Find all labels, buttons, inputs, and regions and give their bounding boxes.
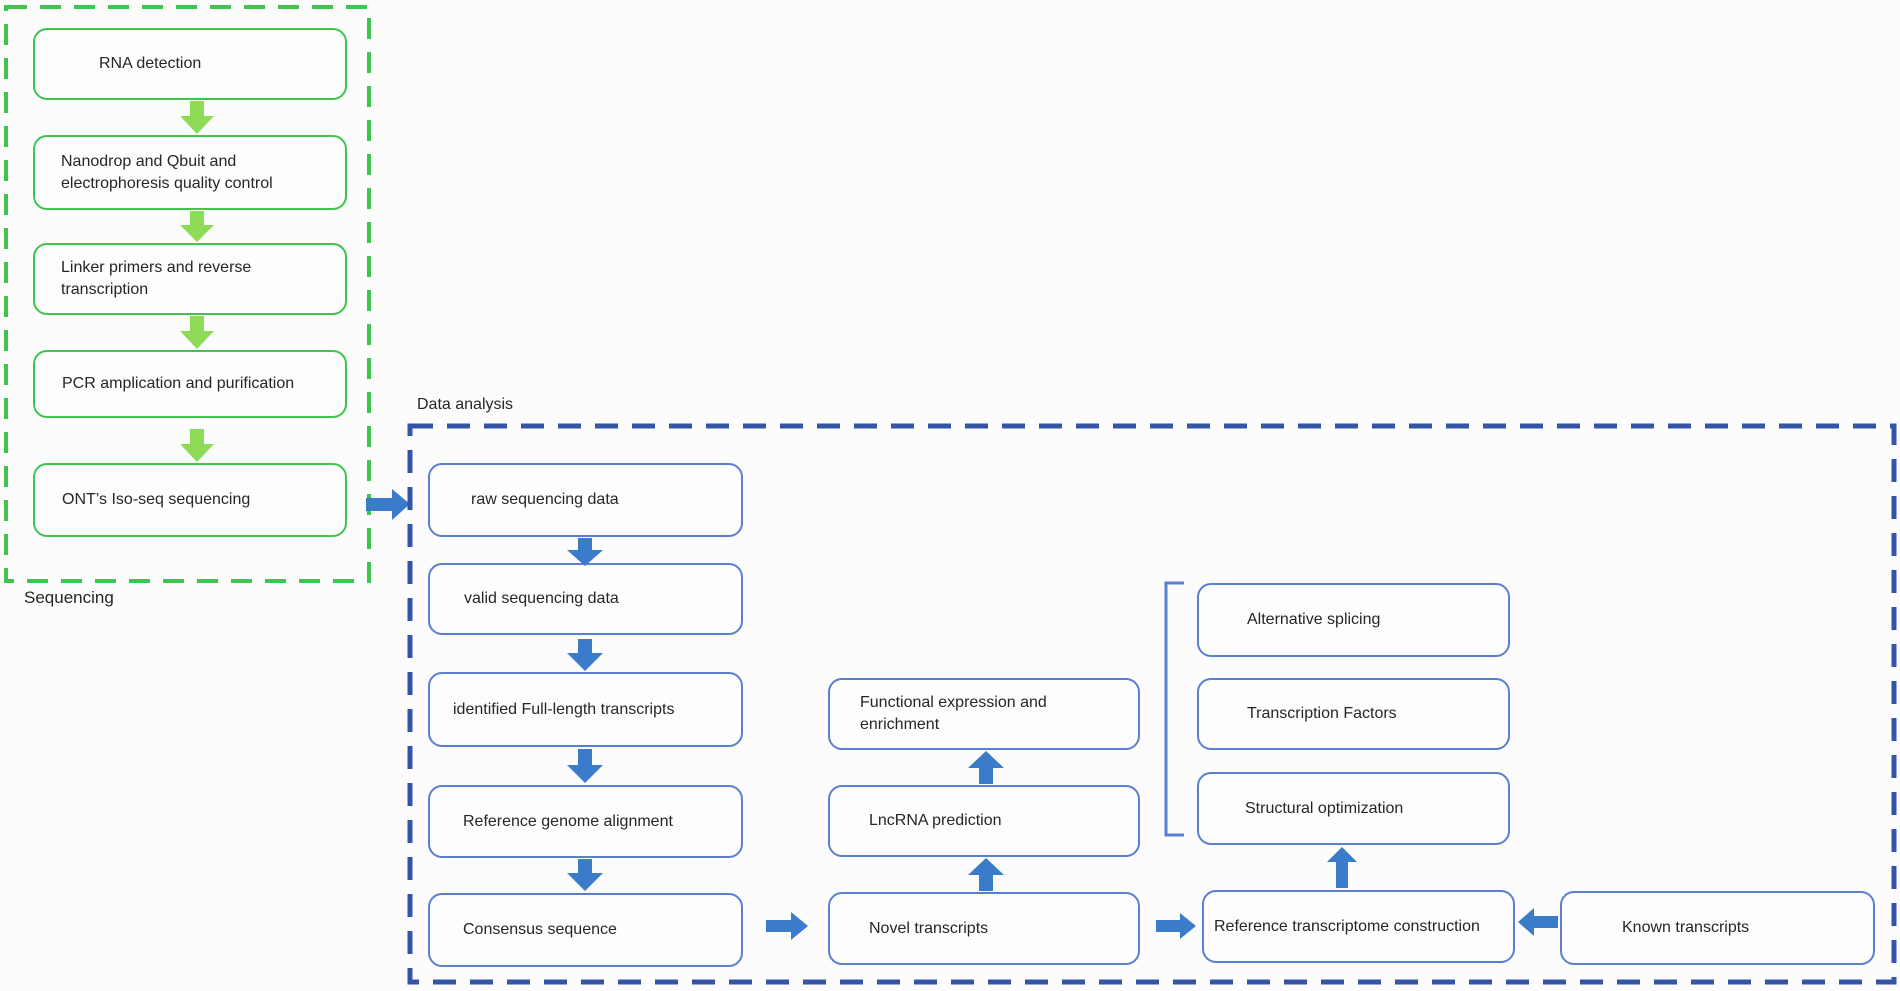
results-bracket [1164,581,1184,837]
node-alternative-splicing: Alternative splicing [1197,583,1510,657]
arrow-down-icon [567,749,603,783]
node-label: Reference genome alignment [463,812,673,830]
data-analysis-group-label: Data analysis [417,396,514,413]
arrow-down-icon [180,101,214,134]
arrow-right-icon [766,912,808,940]
node-consensus-sequence: Consensus sequence [428,893,743,967]
node-label: Consensus sequence [463,921,617,938]
node-label: Novel transcripts [869,919,989,937]
arrow-up-icon [968,858,1004,891]
node-reference-transcriptome-construction: Reference transcriptome construction [1202,890,1515,963]
node-transcription-factors: Transcription Factors [1197,678,1510,750]
node-functional-expression: Functional expression and enrichment [828,678,1140,750]
step-rna-detection: RNA detection [33,28,347,100]
step-label: Linker primers and reverse transcription [61,259,252,298]
node-label: Reference transcriptome construction [1214,917,1480,935]
node-novel-transcripts: Novel transcripts [828,892,1140,965]
step-label: Nanodrop and Qbuit and electrophoresis q… [61,152,273,192]
arrow-up-icon [1327,847,1357,888]
step-ont-sequencing: ONT’s Iso-seq sequencing [33,463,347,537]
node-structural-optimization: Structural optimization [1197,772,1510,845]
step-linker-primers: Linker primers and reverse transcription [33,243,347,315]
node-label: Known transcripts [1622,919,1750,936]
step-label: ONT’s Iso-seq sequencing [62,491,251,508]
node-label: raw sequencing data [471,491,619,508]
arrow-down-icon [567,538,603,566]
data-analysis-group-border [407,423,1897,985]
arrow-right-icon [1156,913,1196,939]
node-label: Transcription Factors [1247,705,1397,722]
arrow-down-icon [567,639,603,671]
step-pcr: PCR amplication and purification [33,350,347,418]
node-label: LncRNA prediction [869,812,1002,829]
arrow-down-icon [180,316,214,349]
arrow-up-icon [968,751,1004,784]
arrow-down-icon [567,859,603,891]
node-label: Alternative splicing [1247,611,1381,628]
sequencing-group-border [4,5,371,583]
node-known-transcripts: Known transcripts [1560,891,1875,965]
arrow-down-icon [180,211,214,242]
step-label: PCR amplication and purification [62,375,295,392]
node-label: identified Full-length transcripts [453,700,675,718]
node-raw-sequencing-data: raw sequencing data [428,463,743,537]
node-label: Structural optimization [1245,799,1404,817]
step-label: RNA detection [99,55,202,72]
node-valid-sequencing-data: valid sequencing data [428,563,743,635]
node-label: valid sequencing data [464,590,619,607]
arrow-down-icon [180,429,214,462]
arrow-left-icon [1518,908,1558,936]
node-reference-genome-alignment: Reference genome alignment [428,785,743,858]
node-label: Functional expression and enrichment [860,694,1047,733]
sequencing-group-label: Sequencing [24,588,114,607]
arrow-right-icon [366,489,410,520]
node-lncrna-prediction: LncRNA prediction [828,785,1140,857]
node-full-length-transcripts: identified Full-length transcripts [428,672,743,747]
step-quality-control: Nanodrop and Qbuit and electrophoresis q… [33,135,347,210]
